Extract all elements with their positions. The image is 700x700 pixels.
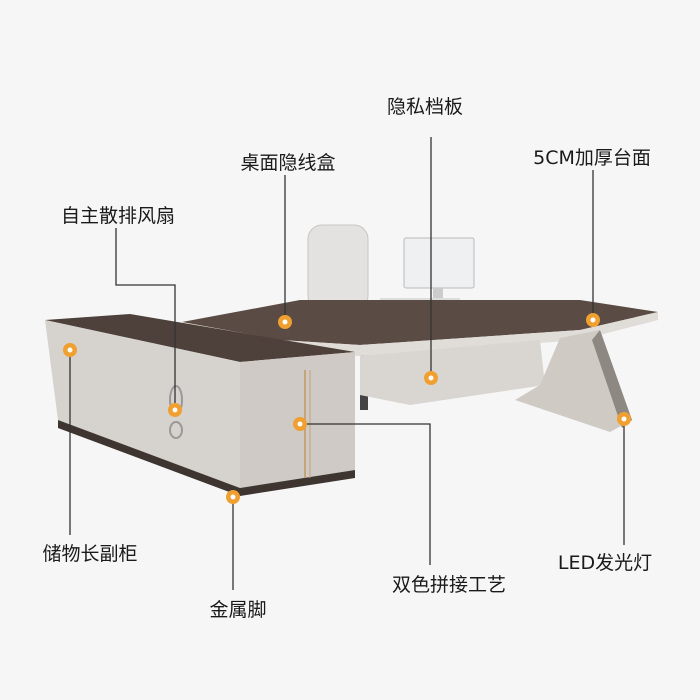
monitor xyxy=(380,237,475,303)
main-desktop xyxy=(182,300,658,345)
callout-lines xyxy=(69,137,625,590)
label-cable-box: 桌面隐线盒 xyxy=(240,152,336,174)
label-thick-top: 5CM加厚台面 xyxy=(533,147,651,169)
label-two-tone: 双色拼接工艺 xyxy=(391,574,507,596)
side-cabinet xyxy=(45,320,240,488)
label-metal-feet: 金属脚 xyxy=(209,599,267,621)
label-fan: 自主散排风扇 xyxy=(60,205,176,227)
privacy-panel xyxy=(360,340,545,405)
label-led-light: LED发光灯 xyxy=(557,552,653,574)
hotspot-dots xyxy=(63,313,631,504)
label-privacy-panel: 隐私档板 xyxy=(386,96,464,118)
label-side-cabinet: 储物长副柜 xyxy=(42,543,138,565)
cabinet-top xyxy=(45,314,355,362)
